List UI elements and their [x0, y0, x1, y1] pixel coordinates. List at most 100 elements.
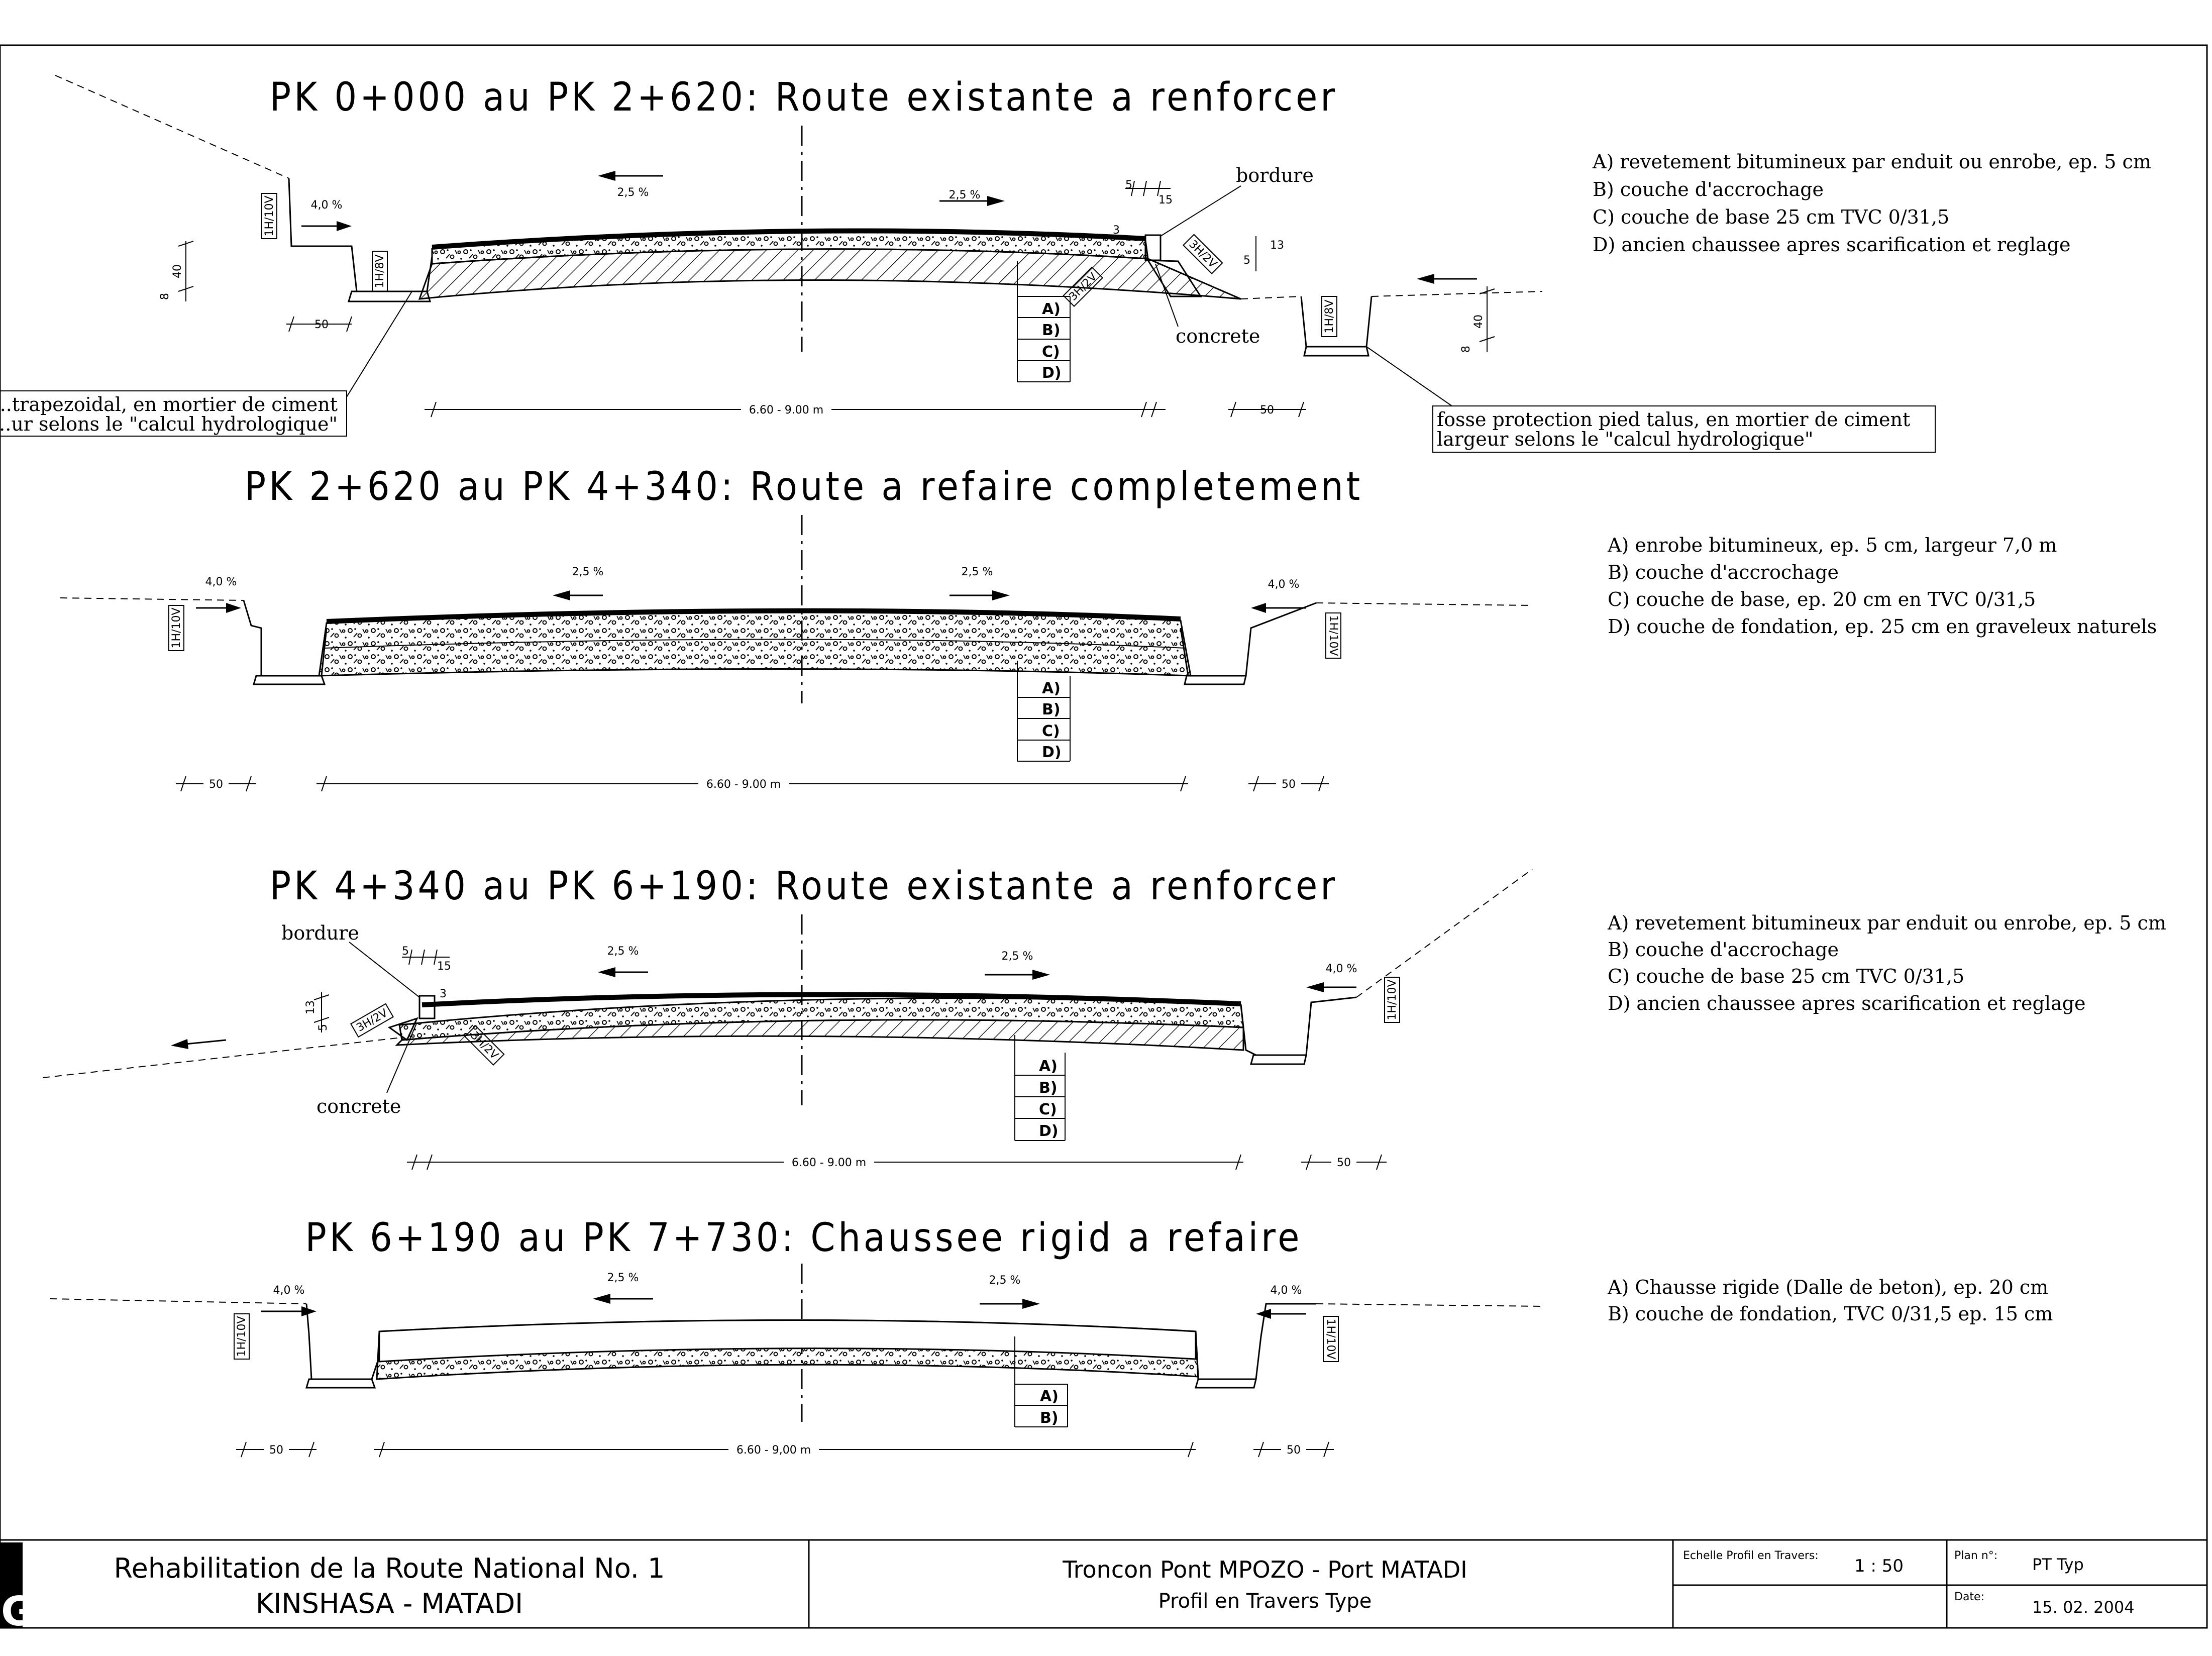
scale-value: 1 : 50: [1854, 1556, 1904, 1576]
date-label: Date:: [1954, 1591, 1984, 1603]
section-1-note-right-1: fosse protection pied talus, en mortier …: [1437, 408, 1910, 431]
section-3-slope-ditch: 4,0 %: [1326, 963, 1357, 975]
section-1-dim-50-right: 50: [1260, 404, 1274, 417]
section-3-label-concrete: concrete: [317, 1095, 401, 1117]
section-1-ditch-depth-right: 40: [1472, 315, 1485, 329]
section-2-legend-c: C) couche de base, ep. 20 cm en TVC 0/31…: [1608, 588, 2036, 610]
section-2-layer-b: B): [1042, 701, 1061, 718]
section-2-dim-50-left: 50: [209, 778, 223, 791]
section-2-slope-left: 2,5 %: [572, 566, 604, 578]
section-3-ratio-cut: 1H/10V: [1386, 980, 1399, 1020]
section-1-label-concrete: concrete: [1176, 325, 1260, 347]
section-1-note-left-1: ...trapezoidal, en mortier de ciment: [0, 393, 338, 416]
project-line1: Rehabilitation de la Route National No. …: [114, 1552, 665, 1584]
section-1-ratio-ditch: 1H/8V: [374, 255, 386, 288]
section-1-slope-right: 2,5 %: [949, 189, 981, 201]
section-1-layer-d: D): [1042, 364, 1062, 382]
section-1-width: 6.60 - 9.00 m: [749, 404, 823, 417]
section-4-width: 6.60 - 9,00 m: [736, 1444, 811, 1457]
section-2-slope-ditch-left: 4,0 %: [205, 576, 237, 588]
section-1-note-left-2: ...ur selons le "calcul hydrologique": [0, 413, 338, 435]
sheet-frame: [0, 44, 2208, 1629]
section-4-title: PK 6+190 au PK 7+730: Chaussee rigid a r…: [305, 1215, 1303, 1261]
logo-letter: G: [1, 1588, 34, 1635]
section-1-ditch-bottom: 8: [159, 293, 171, 300]
section-4-slope-left: 2,5 %: [607, 1272, 639, 1284]
section-1-layer-c: C): [1042, 343, 1060, 361]
section-4-legend-a: A) Chausse rigide (Dalle de beton), ep. …: [1607, 1276, 2048, 1298]
title-block: G Rehabilitation de la Route National No…: [0, 1539, 2207, 1635]
section-1-label-bordure: bordure: [1236, 164, 1314, 186]
section-3-dim-50: 50: [1337, 1157, 1351, 1169]
section-4-dim-50-left: 50: [269, 1444, 283, 1457]
section-3-layer-b: B): [1039, 1079, 1058, 1097]
scale-label: Echelle Profil en Travers:: [1683, 1549, 1819, 1562]
plan-value: PT Typ: [2032, 1555, 2084, 1574]
section-3-kerb-c: 3: [440, 988, 447, 1000]
section-3-slope-right: 2,5 %: [1002, 950, 1033, 963]
section-1-dim-50-left: 50: [314, 319, 329, 331]
section-1-note-right-2: largeur selons le "calcul hydrologique": [1437, 428, 1813, 450]
section-1-kerb-c: 3: [1113, 224, 1120, 237]
section-4-slope-ditch-right: 4,0 %: [1271, 1284, 1302, 1297]
section-3-slope-left: 2,5 %: [607, 945, 639, 958]
section-1-legend-d: D) ancien chaussee apres scarification e…: [1593, 234, 2070, 256]
section-2-layer-c: C): [1042, 722, 1060, 740]
section-4-ratio-left: 1H/10V: [236, 1316, 248, 1357]
section-3-width: 6.60 - 9.00 m: [792, 1157, 866, 1169]
section-3-kerb-d: 5: [317, 1024, 330, 1031]
section-4: PK 6+190 au PK 7+730: Chaussee rigid a r…: [50, 1215, 2053, 1458]
section-2: PK 2+620 au PK 4+340: Route a refaire co…: [60, 464, 2157, 792]
section-1-legend-c: C) couche de base 25 cm TVC 0/31,5: [1593, 206, 1949, 228]
section-1-ditch-bottom-right: 8: [1460, 346, 1472, 353]
section-2-layer-d: D): [1042, 744, 1062, 761]
section-4-layer-b: B): [1040, 1409, 1059, 1427]
section-3-ratio-fill: 3H/2V: [354, 1007, 390, 1034]
section-1-layer-a: A): [1042, 300, 1061, 318]
section-1-kerb-b: 15: [1158, 194, 1173, 206]
section-line2: Profil en Travers Type: [1158, 1590, 1372, 1613]
section-1: PK 0+000 au PK 2+620: Route existante a …: [0, 75, 2151, 453]
section-1-ditch-depth: 40: [171, 264, 184, 278]
section-1-kerb-e: 13: [1270, 239, 1284, 252]
section-3-kerb-e: 13: [304, 1000, 317, 1014]
section-1-title: PK 0+000 au PK 2+620: Route existante a …: [270, 75, 1338, 120]
section-1-slope-ditch: 4,0 %: [311, 199, 343, 212]
section-2-slope-ditch-right: 4,0 %: [1268, 578, 1300, 591]
section-1-kerb-d: 5: [1243, 254, 1250, 267]
section-2-legend-d: D) couche de fondation, ep. 25 cm en gra…: [1608, 615, 2157, 638]
section-1-ratio-ditch-right: 1H/8V: [1323, 300, 1336, 334]
section-3-kerb-a: 5: [402, 945, 409, 958]
section-line1: Troncon Pont MPOZO - Port MATADI: [1062, 1556, 1467, 1583]
section-3-legend-b: B) couche d'accrochage: [1608, 939, 1839, 961]
section-2-layer-a: A): [1042, 680, 1061, 697]
section-2-ratio-left: 1H/10V: [170, 608, 183, 649]
section-1-legend-a: A) revetement bitumineux par enduit ou e…: [1592, 151, 2151, 173]
section-3-label-bordure: bordure: [281, 922, 359, 944]
plan-label: Plan n°:: [1954, 1549, 1997, 1562]
section-3-kerb-b: 15: [437, 960, 451, 973]
section-2-ratio-right: 1H/10V: [1327, 615, 1339, 656]
section-2-width: 6.60 - 9.00 m: [706, 778, 781, 791]
section-1-layer-b: B): [1042, 322, 1061, 339]
section-4-ratio-right: 1H/10V: [1324, 1319, 1337, 1360]
section-3: PK 4+340 au PK 6+190: Route existante a …: [42, 864, 2166, 1170]
section-3-legend-d: D) ancien chaussee apres scarification e…: [1608, 992, 2085, 1014]
date-value: 15. 02. 2004: [2032, 1598, 2135, 1617]
section-3-legend-c: C) couche de base 25 cm TVC 0/31,5: [1608, 965, 1964, 987]
section-2-slope-right: 2,5 %: [962, 566, 993, 578]
logo-block: [0, 1542, 23, 1628]
section-4-legend-b: B) couche de fondation, TVC 0/31,5 ep. 1…: [1608, 1303, 2053, 1325]
section-3-layer-a: A): [1039, 1058, 1058, 1075]
section-4-dim-50-right: 50: [1287, 1444, 1301, 1457]
section-3-legend-a: A) revetement bitumineux par enduit ou e…: [1607, 912, 2166, 934]
section-4-layer-a: A): [1040, 1388, 1059, 1405]
section-3-layer-c: C): [1039, 1101, 1057, 1118]
section-1-ratio-cut: 1H/10V: [263, 196, 276, 237]
project-line2: KINSHASA - MATADI: [256, 1588, 523, 1619]
section-3-title: PK 4+340 au PK 6+190: Route existante a …: [270, 864, 1338, 909]
section-4-slope-right: 2,5 %: [989, 1274, 1021, 1287]
section-1-slope-left: 2,5 %: [617, 186, 649, 199]
section-3-layer-d: D): [1039, 1122, 1059, 1140]
